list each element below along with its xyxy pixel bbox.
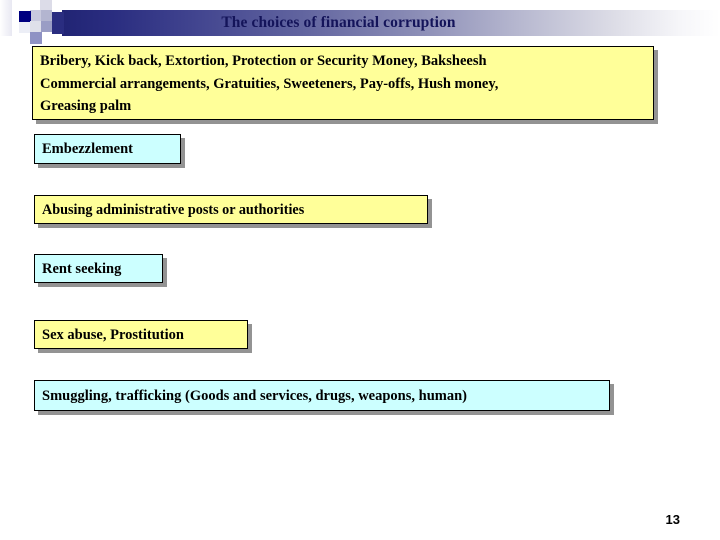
page-number: 13 xyxy=(665,512,680,527)
decorative-mosaic xyxy=(0,0,64,46)
mosaic-square xyxy=(0,0,12,46)
mosaic-square xyxy=(41,21,52,32)
box-line: Abusing administrative posts or authorit… xyxy=(42,202,305,218)
mosaic-square xyxy=(0,36,30,46)
content-box-abusing-posts[interactable]: Abusing administrative posts or authorit… xyxy=(34,195,428,224)
box-line: Embezzlement xyxy=(42,141,133,157)
content-box-rent-seeking[interactable]: Rent seeking xyxy=(34,254,163,283)
mosaic-square xyxy=(12,0,26,10)
title-banner: The choices of financial corruption xyxy=(45,10,720,36)
content-box-embezzlement[interactable]: Embezzlement xyxy=(34,134,181,164)
box-line: Greasing palm xyxy=(40,98,132,114)
content-box-bribery[interactable]: Bribery, Kick back, Extortion, Protectio… xyxy=(32,46,654,120)
mosaic-square xyxy=(42,32,52,38)
mosaic-square xyxy=(30,32,42,44)
mosaic-square xyxy=(19,22,30,33)
box-line: Bribery, Kick back, Extortion, Protectio… xyxy=(40,53,487,69)
box-line: Rent seeking xyxy=(42,261,122,277)
box-line: Commercial arrangements, Gratuities, Swe… xyxy=(40,75,499,92)
mosaic-square xyxy=(30,10,41,21)
mosaic-square xyxy=(19,11,31,22)
mosaic-square xyxy=(41,10,52,21)
content-box-smuggling[interactable]: Smuggling, trafficking (Goods and servic… xyxy=(34,380,610,411)
mosaic-square xyxy=(40,0,52,12)
box-line: Sex abuse, Prostitution xyxy=(42,327,184,343)
mosaic-square xyxy=(30,21,41,32)
page-title: The choices of financial corruption xyxy=(221,14,456,31)
mosaic-square xyxy=(52,12,64,34)
content-box-sex-abuse[interactable]: Sex abuse, Prostitution xyxy=(34,320,248,349)
box-line: Smuggling, trafficking (Goods and servic… xyxy=(42,388,467,404)
